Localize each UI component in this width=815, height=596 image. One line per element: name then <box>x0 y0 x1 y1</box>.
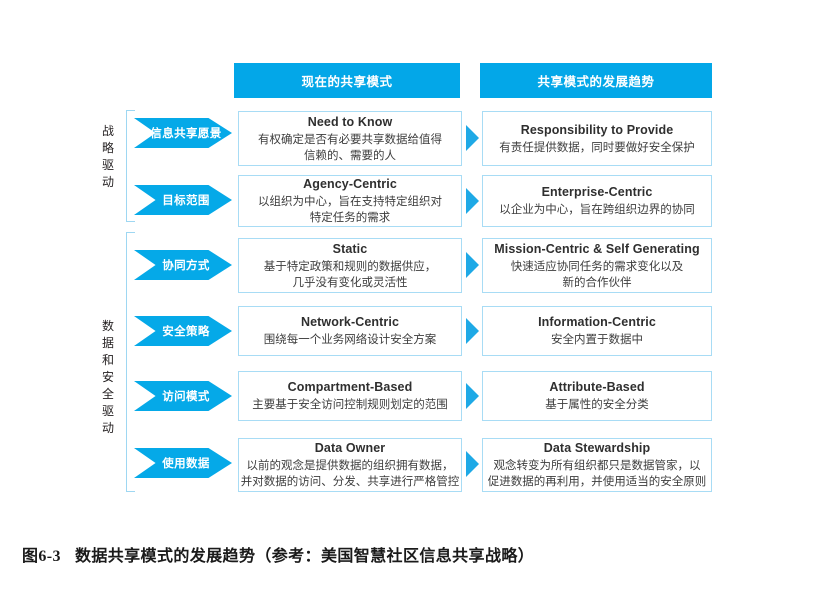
transition-arrow-3 <box>466 252 479 278</box>
model-desc-line: 促进数据的再利用，并使用适当的安全原则 <box>487 476 707 488</box>
model-desc-cn: 有责任提供数据，同时要做好安全保护 <box>499 140 695 156</box>
row-chevron-label-2[interactable]: 目标范围 <box>134 185 232 215</box>
transition-arrow-4 <box>466 318 479 344</box>
row-chevron-label-5[interactable]: 访问模式 <box>134 381 232 411</box>
group-label-data-char: 全 <box>101 387 114 401</box>
model-desc-line: 有责任提供数据，同时要做好安全保护 <box>499 141 695 154</box>
transition-arrow-6 <box>466 451 479 477</box>
current-model-box-4: Network-Centric 围绕每一个业务网络设计安全方案 <box>238 306 462 356</box>
model-title-en: Data Owner <box>314 441 386 455</box>
model-desc-line: 几乎没有变化或灵活性 <box>292 276 408 289</box>
row-chevron-label-3[interactable]: 协同方式 <box>134 250 232 280</box>
figure-caption-text: 数据共享模式的发展趋势（参考：美国智慧社区信息共享战略） <box>74 548 535 565</box>
model-desc-cn: 以前的观念是提供数据的组织拥有数据， 并对数据的访问、分发、共享进行严格管控 <box>241 458 460 490</box>
current-model-box-3: Static 基于特定政策和规则的数据供应， 几乎没有变化或灵活性 <box>238 238 462 293</box>
trend-model-box-6: Data Stewardship 观念转变为所有组织都只是数据管家，以 促进数据… <box>482 438 712 492</box>
model-desc-cn: 以企业为中心，旨在跨组织边界的协同 <box>499 202 695 218</box>
model-title-en: Mission-Centric & Self Generating <box>494 241 700 256</box>
model-desc-line: 快速适应协同任务的需求变化以及 <box>510 260 684 273</box>
group-label-strategy-char: 动 <box>101 175 114 189</box>
figure-caption: 图6-3 数据共享模式的发展趋势（参考：美国智慧社区信息共享战略） <box>22 542 534 566</box>
transition-arrow-2 <box>466 188 479 214</box>
trend-model-box-3: Mission-Centric & Self Generating 快速适应协同… <box>482 238 712 293</box>
model-desc-cn: 基于属性的安全分类 <box>545 397 649 413</box>
group-label-data-char: 安 <box>101 370 114 384</box>
current-model-box-1: Need to Know 有权确定是否有必要共享数据给值得 信赖的、需要的人 <box>238 111 462 166</box>
model-desc-line: 以前的观念是提供数据的组织拥有数据， <box>246 460 454 472</box>
model-desc-line: 观念转变为所有组织都只是数据管家，以 <box>493 460 701 472</box>
group-label-data-char: 动 <box>101 421 114 435</box>
transition-arrow-5 <box>466 383 479 409</box>
current-model-box-5: Compartment-Based 主要基于安全访问控制规则划定的范围 <box>238 371 462 421</box>
model-desc-line: 基于特定政策和规则的数据供应， <box>263 260 437 273</box>
model-desc-cn: 快速适应协同任务的需求变化以及 新的合作伙伴 <box>511 259 684 291</box>
group-bracket-data-security <box>126 232 136 492</box>
model-desc-line: 以企业为中心，旨在跨组织边界的协同 <box>499 204 695 216</box>
model-title-en: Responsibility to Provide <box>520 122 674 137</box>
model-desc-line: 安全内置于数据中 <box>551 334 643 346</box>
model-desc-line: 围绕每一个业务网络设计安全方案 <box>263 334 437 346</box>
row-chevron-label-1[interactable]: 信息共享愿景 <box>134 118 232 148</box>
model-desc-line: 有权确定是否有必要共享数据给值得 <box>258 133 442 146</box>
row-chevron-label-4[interactable]: 安全策略 <box>134 316 232 346</box>
model-title-en: Enterprise-Centric <box>541 185 653 199</box>
group-label-strategy-char: 驱 <box>101 158 114 172</box>
bracket-line-strategy <box>126 110 135 222</box>
current-model-box-6: Data Owner 以前的观念是提供数据的组织拥有数据， 并对数据的访问、分发… <box>238 438 462 492</box>
model-desc-line: 特定任务的需求 <box>309 212 391 224</box>
model-desc-cn: 安全内置于数据中 <box>551 332 643 348</box>
group-label-strategy-char: 战 <box>101 124 114 138</box>
group-label-data-char: 和 <box>101 353 114 367</box>
column-header-current-model: 现在的共享模式 <box>234 63 460 98</box>
model-desc-line: 以组织为中心，旨在支持特定组织对 <box>258 196 442 208</box>
figure-number: 图6-3 <box>22 548 61 565</box>
model-desc-line: 基于属性的安全分类 <box>545 399 649 411</box>
column-header-trend-model: 共享模式的发展趋势 <box>480 63 712 98</box>
model-desc-line: 主要基于安全访问控制规则划定的范围 <box>252 399 448 411</box>
model-desc-line: 新的合作伙伴 <box>562 276 632 289</box>
model-title-en: Static <box>332 241 368 256</box>
model-title-en: Attribute-Based <box>549 380 645 394</box>
model-desc-line: 并对数据的访问、分发、共享进行严格管控 <box>240 476 460 488</box>
row-chevron-label-6[interactable]: 使用数据 <box>134 448 232 478</box>
current-model-box-2: Agency-Centric 以组织为中心，旨在支持特定组织对 特定任务的需求 <box>238 175 462 227</box>
bracket-line-data-security <box>126 232 135 492</box>
model-title-en: Data Stewardship <box>543 441 651 455</box>
group-label-data-security: 数 据 和 安 全 驱 动 <box>100 318 116 437</box>
trend-model-box-1: Responsibility to Provide 有责任提供数据，同时要做好安… <box>482 111 712 166</box>
model-desc-cn: 有权确定是否有必要共享数据给值得 信赖的、需要的人 <box>258 132 442 164</box>
group-bracket-strategy <box>126 110 136 222</box>
trend-model-box-5: Attribute-Based 基于属性的安全分类 <box>482 371 712 421</box>
model-title-en: Agency-Centric <box>303 177 397 191</box>
model-desc-cn: 主要基于安全访问控制规则划定的范围 <box>252 397 448 413</box>
group-label-strategy: 战 略 驱 动 <box>100 123 116 191</box>
model-desc-cn: 围绕每一个业务网络设计安全方案 <box>264 332 437 348</box>
model-title-en: Need to Know <box>307 114 393 129</box>
model-title-en: Compartment-Based <box>287 380 413 394</box>
group-label-strategy-char: 略 <box>101 141 114 155</box>
group-label-data-char: 据 <box>101 336 114 350</box>
model-desc-cn: 基于特定政策和规则的数据供应， 几乎没有变化或灵活性 <box>264 259 437 291</box>
model-desc-line: 信赖的、需要的人 <box>304 149 396 162</box>
model-desc-cn: 以组织为中心，旨在支持特定组织对 特定任务的需求 <box>258 194 442 226</box>
group-label-data-char: 数 <box>101 319 114 333</box>
transition-arrow-1 <box>466 125 479 151</box>
trend-model-box-2: Enterprise-Centric 以企业为中心，旨在跨组织边界的协同 <box>482 175 712 227</box>
model-desc-cn: 观念转变为所有组织都只是数据管家，以 促进数据的再利用，并使用适当的安全原则 <box>488 458 707 490</box>
model-title-en: Network-Centric <box>300 315 400 329</box>
model-title-en: Information-Centric <box>538 315 656 329</box>
trend-model-box-4: Information-Centric 安全内置于数据中 <box>482 306 712 356</box>
group-label-data-char: 驱 <box>101 404 114 418</box>
